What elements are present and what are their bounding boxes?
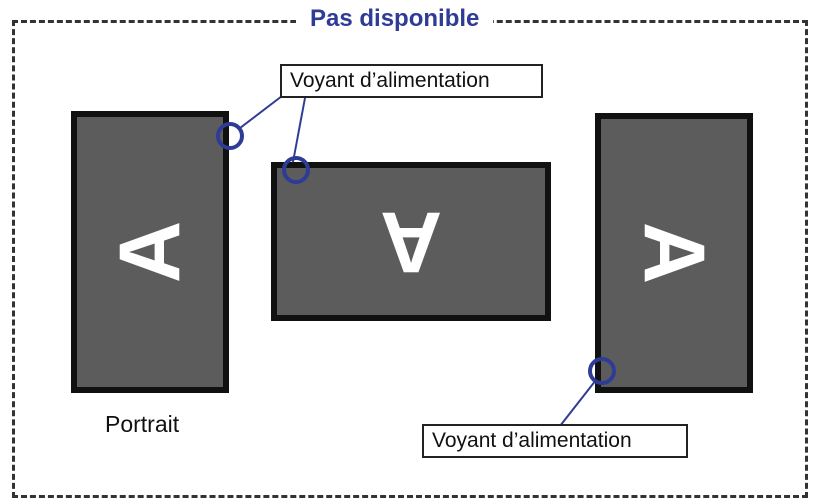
portrait-caption: Portrait: [105, 411, 180, 437]
monitor-glyph-left: A: [101, 220, 198, 284]
monitor-landscape-flipped: A: [271, 162, 551, 321]
monitor-portrait-right: A: [595, 113, 753, 393]
monitor-glyph-right: A: [625, 221, 722, 285]
monitor-glyph-center: A: [379, 193, 443, 290]
power-led-callout-bottom: Voyant d’alimentation: [422, 424, 688, 458]
monitor-portrait-left: A: [71, 111, 229, 393]
diagram-title: Pas disponible: [296, 3, 494, 35]
power-led-callout-top: Voyant d’alimentation: [280, 64, 543, 98]
